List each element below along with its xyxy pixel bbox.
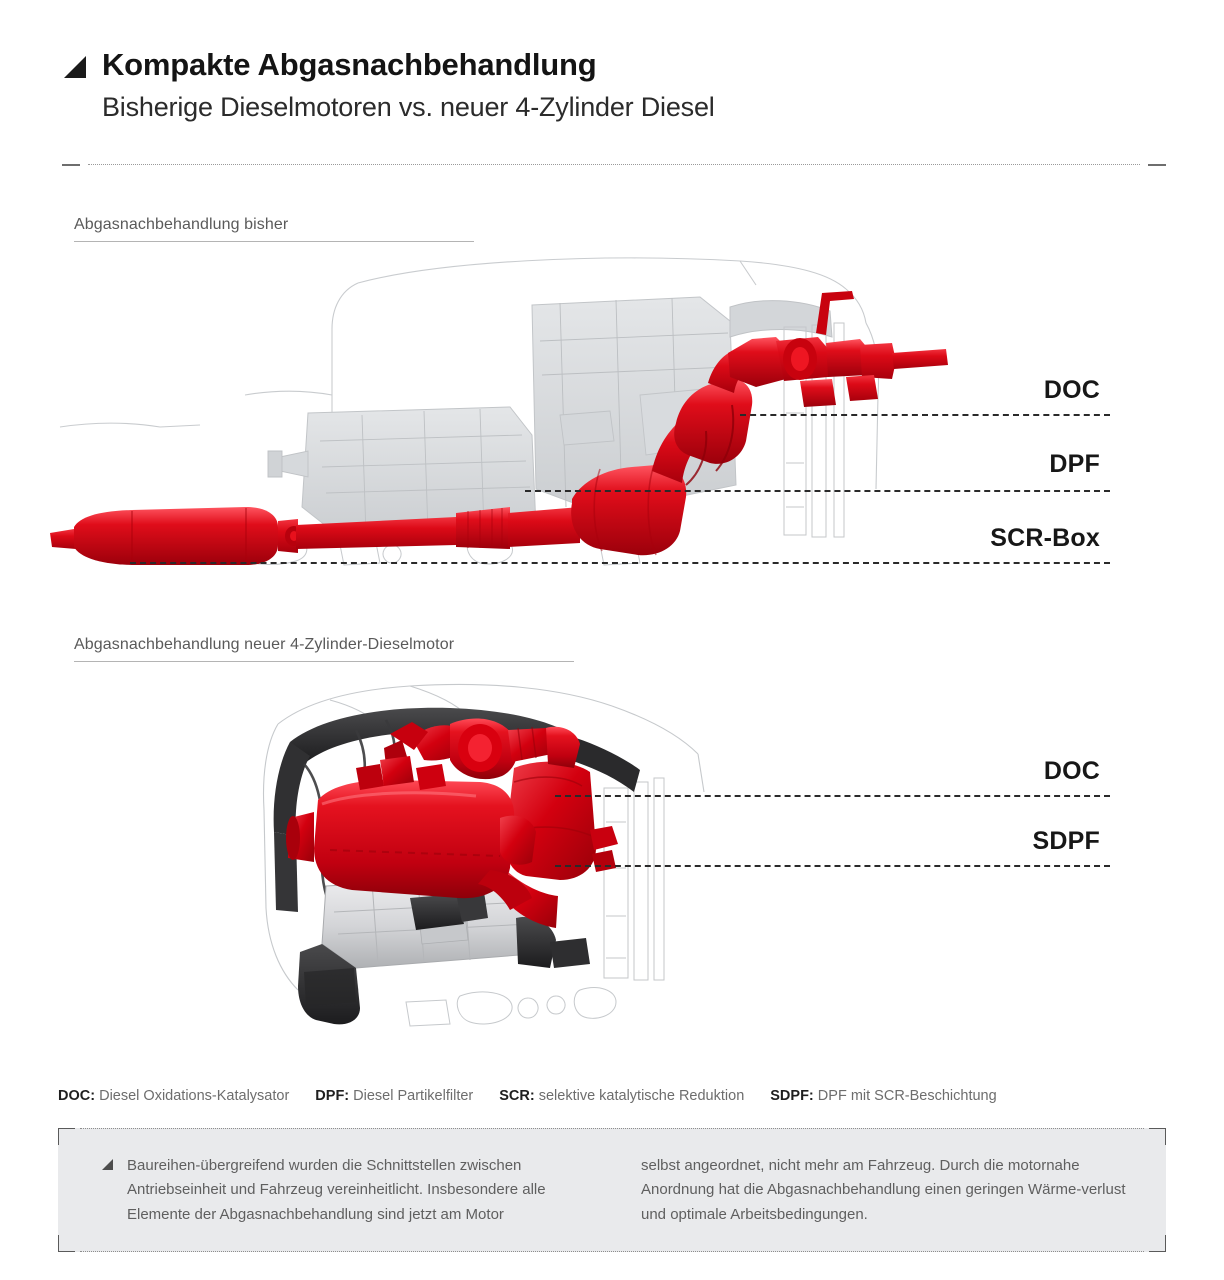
callout-label-doc-old: DOC [1043,376,1100,404]
callout-label-dpf-old: DPF [1049,450,1100,478]
red-intake-plenum [286,780,536,910]
illustration-new-four-cylinder-engine [260,672,760,1047]
engine-oil-pan [298,944,360,1025]
abbreviation-definition: Diesel Partikelfilter [353,1088,474,1104]
section-label-new: Abgasnachbehandlung neuer 4-Zylinder-Die… [74,636,574,662]
abbreviation-legend: DOC: Diesel Oxidations-Katalysator DPF: … [58,1088,1168,1104]
abbreviation-item: SDPF: DPF mit SCR-Beschichtung [770,1088,996,1104]
triangle-bullet-icon [64,56,86,78]
red-doc-module [384,718,580,780]
ghost-body-outline [59,257,879,490]
engine-accessory-boxes [410,892,590,968]
abbreviation-term: DOC: [58,1088,96,1104]
page-title: Kompakte Abgasnachbehandlung [102,47,597,82]
leader-line-doc-old [740,414,1110,416]
leader-line-scr-old [130,562,1110,564]
header-divider [62,164,1166,166]
abbreviation-item: DOC: Diesel Oxidations-Katalysator [58,1088,289,1104]
ghost-transmission [267,406,537,538]
triangle-bullet-icon [102,1159,113,1170]
illustration-old-exhaust-system [40,245,1000,580]
abbreviation-term: DPF: [315,1088,350,1104]
divider-cap-right [1148,164,1166,166]
ghost-vehicle-outline [262,683,705,991]
ghost-radiator-stack [603,777,665,981]
note-content: Baureihen-übergreifend wurden die Schnit… [102,1154,1130,1227]
note-box-corner-bottom-right [1149,1235,1166,1252]
note-column-right: selbst angeordnet, nicht mehr am Fahrzeu… [641,1157,1126,1223]
abbreviation-item: DPF: Diesel Partikelfilter [315,1088,473,1104]
old-exhaust-svg [50,257,948,566]
ghost-gaskets-bottom [321,975,617,1027]
note-box-corner-top-right [1149,1128,1166,1145]
section-label-old: Abgasnachbehandlung bisher [74,216,474,242]
callout-label-doc-new: DOC [1043,757,1100,785]
note-box: Baureihen-übergreifend wurden die Schnit… [58,1128,1166,1252]
abbreviation-definition: selektive katalytische Reduktion [538,1088,745,1104]
leader-line-sdpf-new [555,865,1110,867]
note-box-corner-bottom-left [58,1235,75,1252]
note-box-dotted-top [80,1128,1144,1129]
red-exhaust-assembly [50,291,948,565]
leader-line-doc-new [555,795,1110,797]
abbreviation-term: SDPF: [770,1088,814,1104]
red-upper-connectors [356,756,446,790]
leader-line-dpf-old [525,490,1110,492]
callout-label-scr-old: SCR-Box [990,524,1100,552]
note-box-dotted-bottom [80,1251,1144,1252]
note-column-left: Baureihen-übergreifend wurden die Schnit… [127,1157,546,1223]
note-columns: Baureihen-übergreifend wurden die Schnit… [127,1154,1153,1227]
title-row: Kompakte Abgasnachbehandlung [64,47,1164,82]
divider-dots [88,164,1140,166]
new-engine-svg [262,683,705,1027]
note-box-corner-top-left [58,1128,75,1145]
page-subtitle: Bisherige Dieselmotoren vs. neuer 4-Zyli… [102,92,715,123]
abbreviation-item: SCR: selektive katalytische Reduktion [499,1088,744,1104]
page-header: Kompakte Abgasnachbehandlung Bisherige D… [64,47,1164,123]
abbreviation-definition: DPF mit SCR-Beschichtung [817,1088,997,1104]
divider-cap-left [62,164,80,166]
abbreviation-definition: Diesel Oxidations-Katalysator [99,1088,290,1104]
callout-label-sdpf-new: SDPF [1032,827,1100,855]
abbreviation-term: SCR: [499,1088,535,1104]
